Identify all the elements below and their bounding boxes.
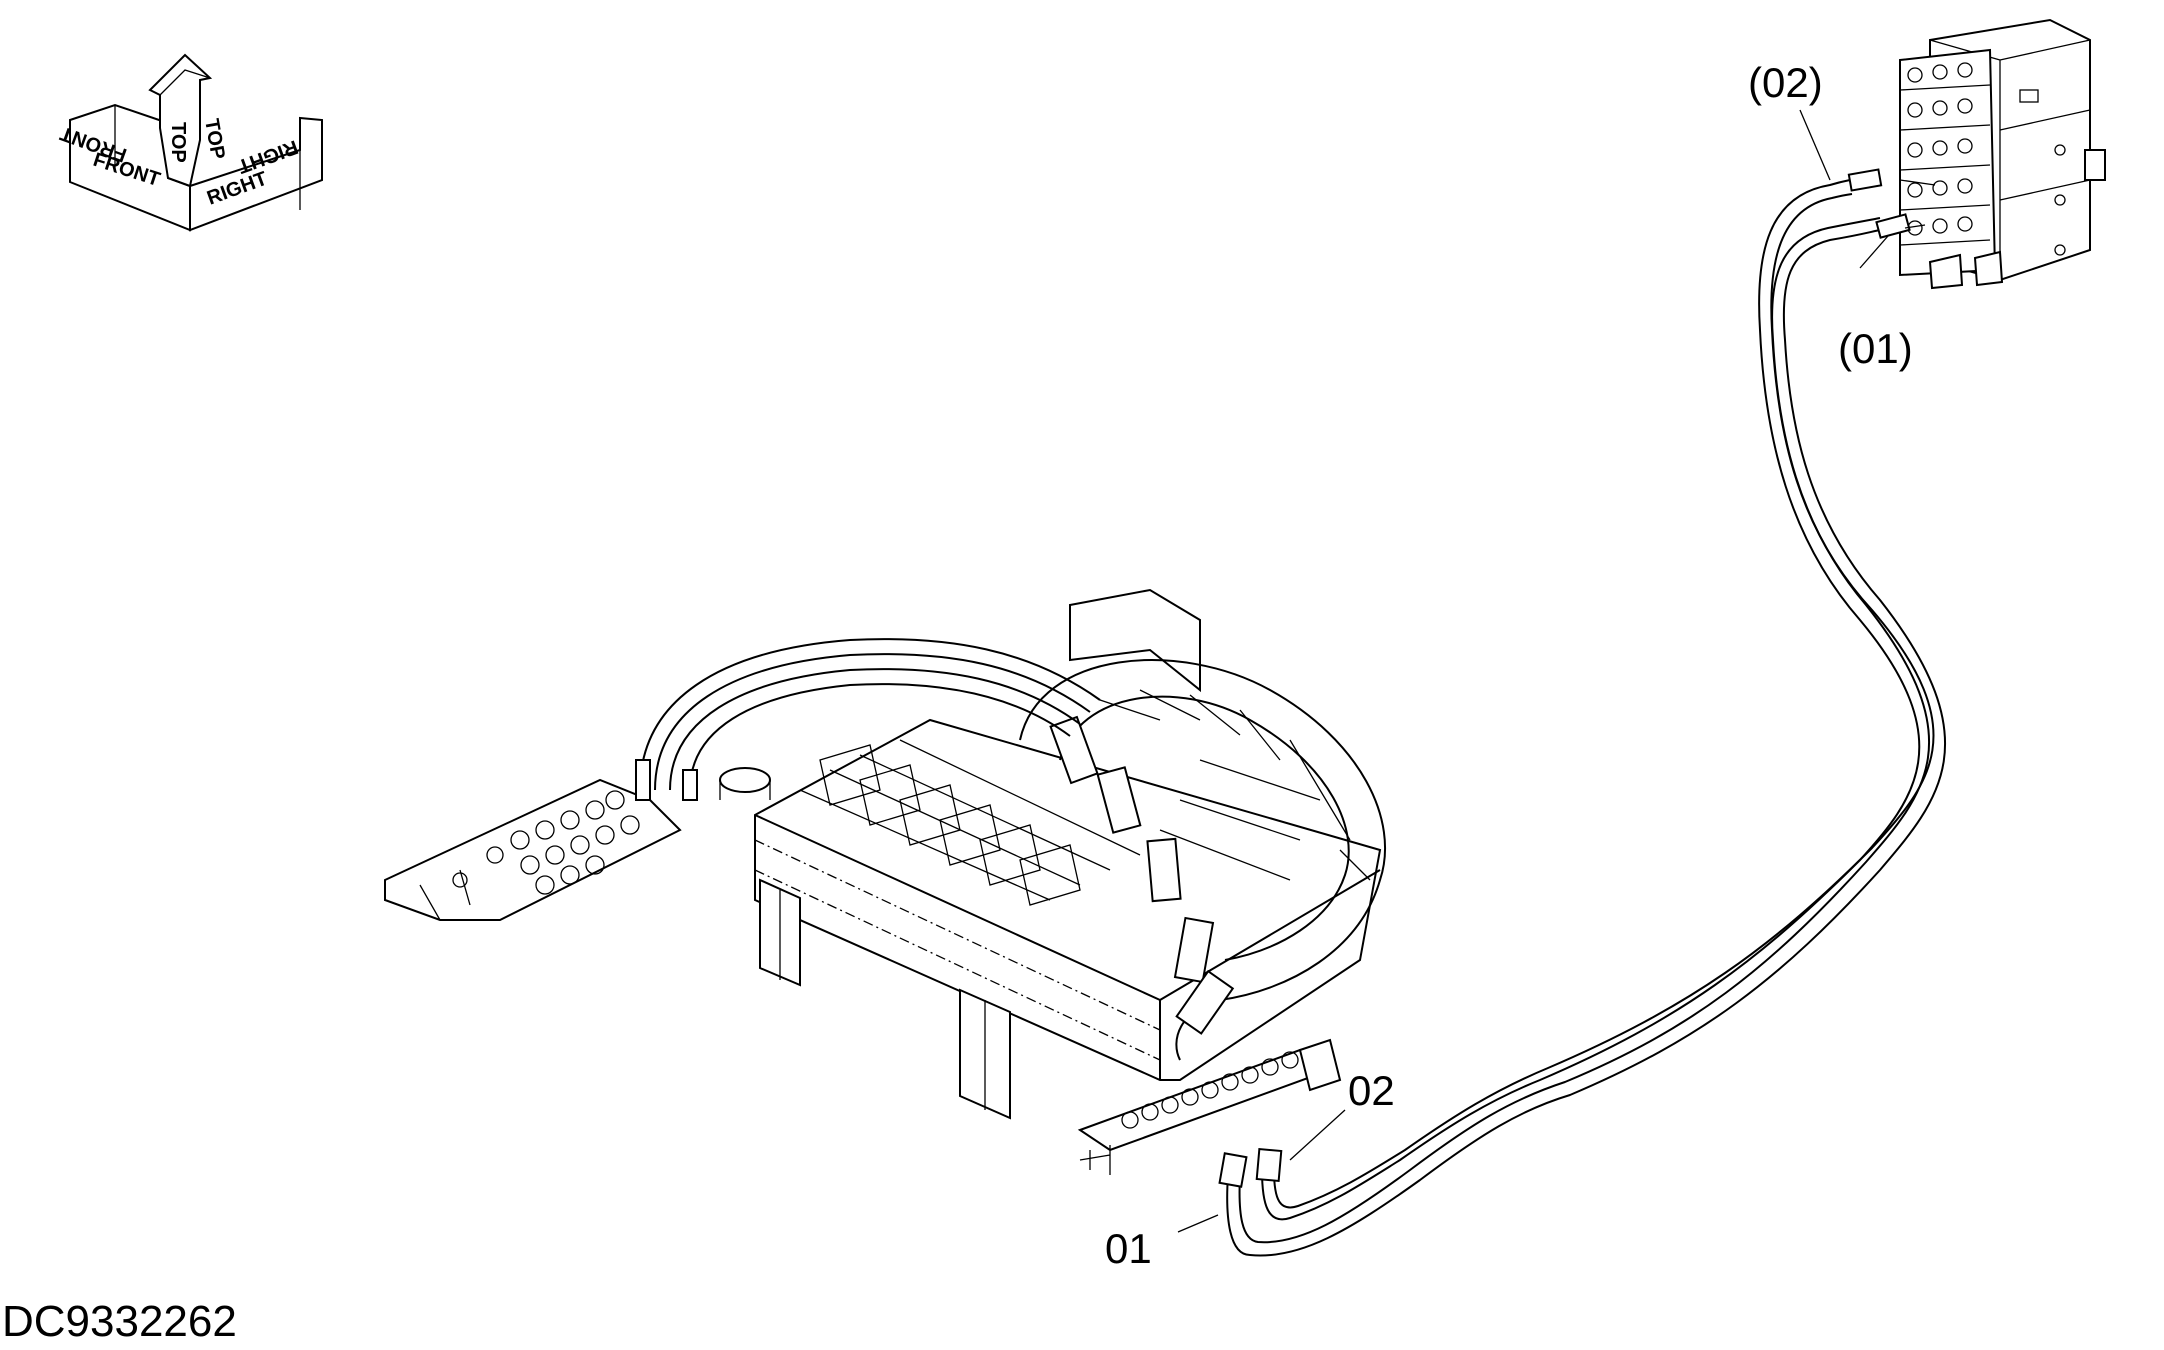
callout-01: 01 [1105, 1225, 1152, 1272]
orientation-label-top-right: TOP [200, 117, 229, 161]
chain-loop [1019, 659, 1386, 1061]
hose-01 [1218, 213, 1947, 1257]
control-valve-block [1899, 18, 2106, 290]
hose-02 [1255, 168, 1935, 1221]
fitting-cluster-left [452, 790, 640, 895]
carrier-links [799, 739, 1141, 906]
drawing-number: DC9332262 [2, 1297, 237, 1346]
svg-text:TOP: TOP [200, 117, 229, 161]
cable-carrier-assembly [384, 588, 1386, 1175]
callout-leaders [1177, 109, 1936, 1233]
callout-02: 02 [1348, 1067, 1395, 1114]
callout-02-reference: (02) [1748, 59, 1823, 106]
fitting-cluster-bottom [1077, 1038, 1342, 1175]
svg-text:TOP: TOP [167, 122, 189, 163]
callout-01-reference: (01) [1838, 325, 1913, 372]
orientation-indicator: FRONT FRONT TOP TOP RIGHT RIGHT [57, 53, 323, 232]
orientation-label-top-left: TOP [167, 122, 189, 163]
